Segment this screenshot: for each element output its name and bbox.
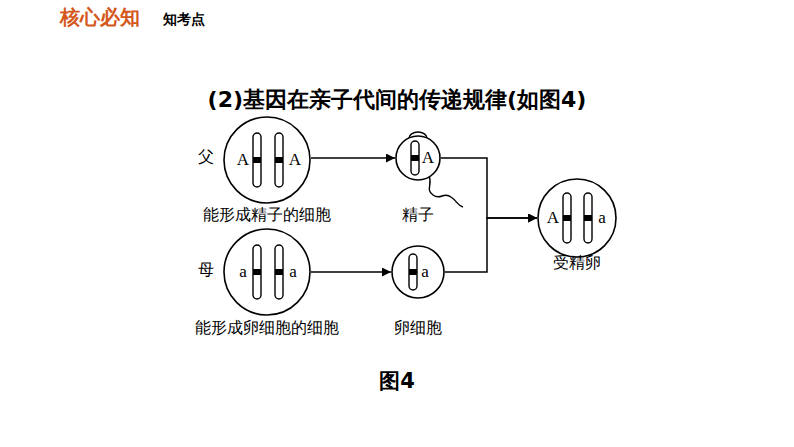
gene-letter: A	[422, 148, 434, 168]
arrow-connector	[445, 218, 537, 272]
gene-locus	[563, 215, 571, 221]
cell-membrane	[538, 179, 616, 257]
sperm-cell: A精子	[395, 135, 441, 181]
parent-label: 父	[198, 148, 214, 166]
cell-circle: a卵细胞	[391, 245, 445, 299]
cell-membrane	[224, 117, 310, 203]
arrow-connector	[441, 158, 537, 218]
chromosome	[409, 254, 417, 290]
cell-membrane	[224, 229, 310, 315]
cell-caption: 卵细胞	[394, 319, 442, 337]
cell-caption: 受精卵	[553, 254, 601, 272]
gene-letter: A	[547, 208, 559, 228]
arrow-connector	[311, 271, 391, 273]
gene-locus	[409, 269, 417, 275]
gene-locus	[253, 269, 261, 275]
cell-caption: 能形成卵细胞的细胞	[195, 319, 339, 337]
gene-letter: a	[598, 208, 606, 228]
chromosome	[584, 193, 592, 243]
figure-title: (2)基因在亲子代间的传递规律(如图4)	[208, 87, 587, 112]
chromosome	[411, 141, 419, 175]
gene-letter: a	[239, 262, 247, 282]
gene-letter: A	[289, 150, 301, 170]
chromosome	[275, 245, 283, 299]
cell-circle: aa能形成卵细胞的细胞	[223, 228, 311, 316]
gene-letter: a	[289, 262, 297, 282]
chromosome	[275, 133, 283, 187]
parent-label: 母	[198, 261, 214, 279]
cell-membrane	[396, 136, 440, 180]
gene-locus	[253, 157, 261, 163]
sperm-tail	[429, 176, 463, 207]
figure-caption: 图4	[379, 369, 415, 393]
gene-locus	[584, 215, 592, 221]
cell-outline	[223, 228, 311, 316]
cell-caption: 精子	[402, 206, 434, 224]
section-subheader: 知考点	[163, 11, 205, 27]
section-header: 核心必知	[60, 6, 140, 29]
gene-locus	[411, 155, 419, 161]
cell-membrane	[392, 246, 444, 298]
gene-letter: a	[421, 262, 429, 282]
gene-locus	[275, 269, 283, 275]
gene-locus	[275, 157, 283, 163]
chromosome	[563, 193, 571, 243]
cell-circle: Aa受精卵	[537, 178, 617, 258]
chromosome	[253, 133, 261, 187]
cell-caption: 能形成精子的细胞	[203, 206, 331, 224]
arrow-connector	[311, 157, 395, 159]
chromosome	[253, 245, 261, 299]
gene-letter: A	[237, 150, 249, 170]
cell-circle: AA能形成精子的细胞	[223, 116, 311, 204]
cell-outline	[391, 245, 445, 299]
